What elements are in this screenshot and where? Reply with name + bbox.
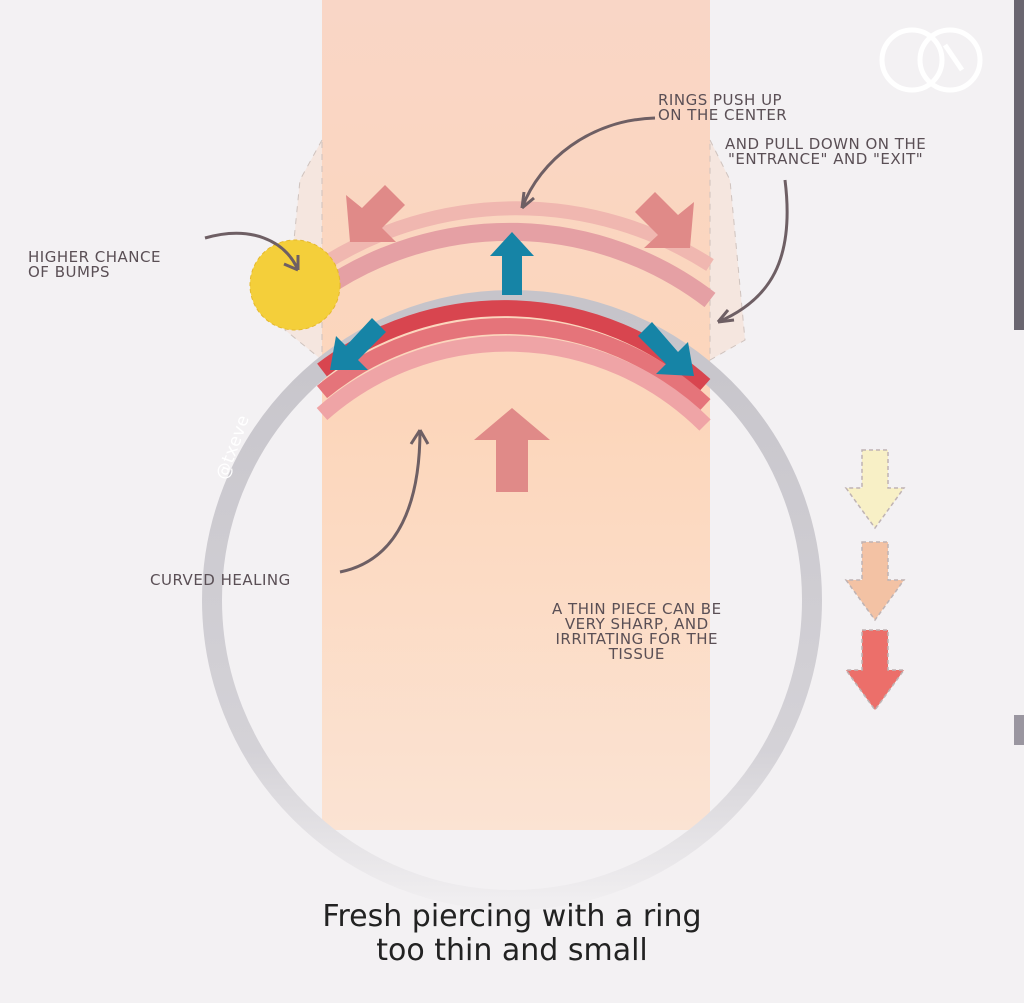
arrow-down-right-icon [638,322,694,376]
label-pull-down: AND PULL DOWN ON THE "ENTRANCE" AND "EXI… [725,135,927,168]
arrow-light-icon [844,449,906,530]
arrow-up-icon [490,232,534,295]
label-curved-healing: CURVED HEALING [150,571,291,589]
blue-arrows [330,232,694,376]
ring [202,290,822,910]
logo-icon [879,27,983,93]
scrollbar-top[interactable] [1014,0,1024,330]
label-rings-push: RINGS PUSH UP ON THE CENTER [658,91,788,124]
severity-arrows [844,449,906,712]
arrow-down-left-icon [330,318,386,370]
arrow-medium-icon [844,541,906,622]
healing-arc-3 [316,335,711,431]
label-bumps: HIGHER CHANCE OF BUMPS [28,248,161,281]
pointer-lines [204,116,789,574]
arrow-diag-right-icon [635,192,694,248]
diagram-title: Fresh piercing with a ring too thin and … [322,899,702,968]
swelling-right [709,139,746,361]
arrow-big-up-icon [474,408,550,492]
bump-icon [249,239,341,331]
arrow-diag-left-icon [346,185,405,242]
arrow-strong-icon [844,629,906,712]
healing-arc-2 [316,318,711,411]
label-thin-piece: A THIN PIECE CAN BE VERY SHARP, AND IRRI… [552,600,722,663]
pink-arc-inner [316,222,716,308]
pink-arrows [346,185,694,492]
scrollbar-thumb[interactable] [1014,715,1024,745]
